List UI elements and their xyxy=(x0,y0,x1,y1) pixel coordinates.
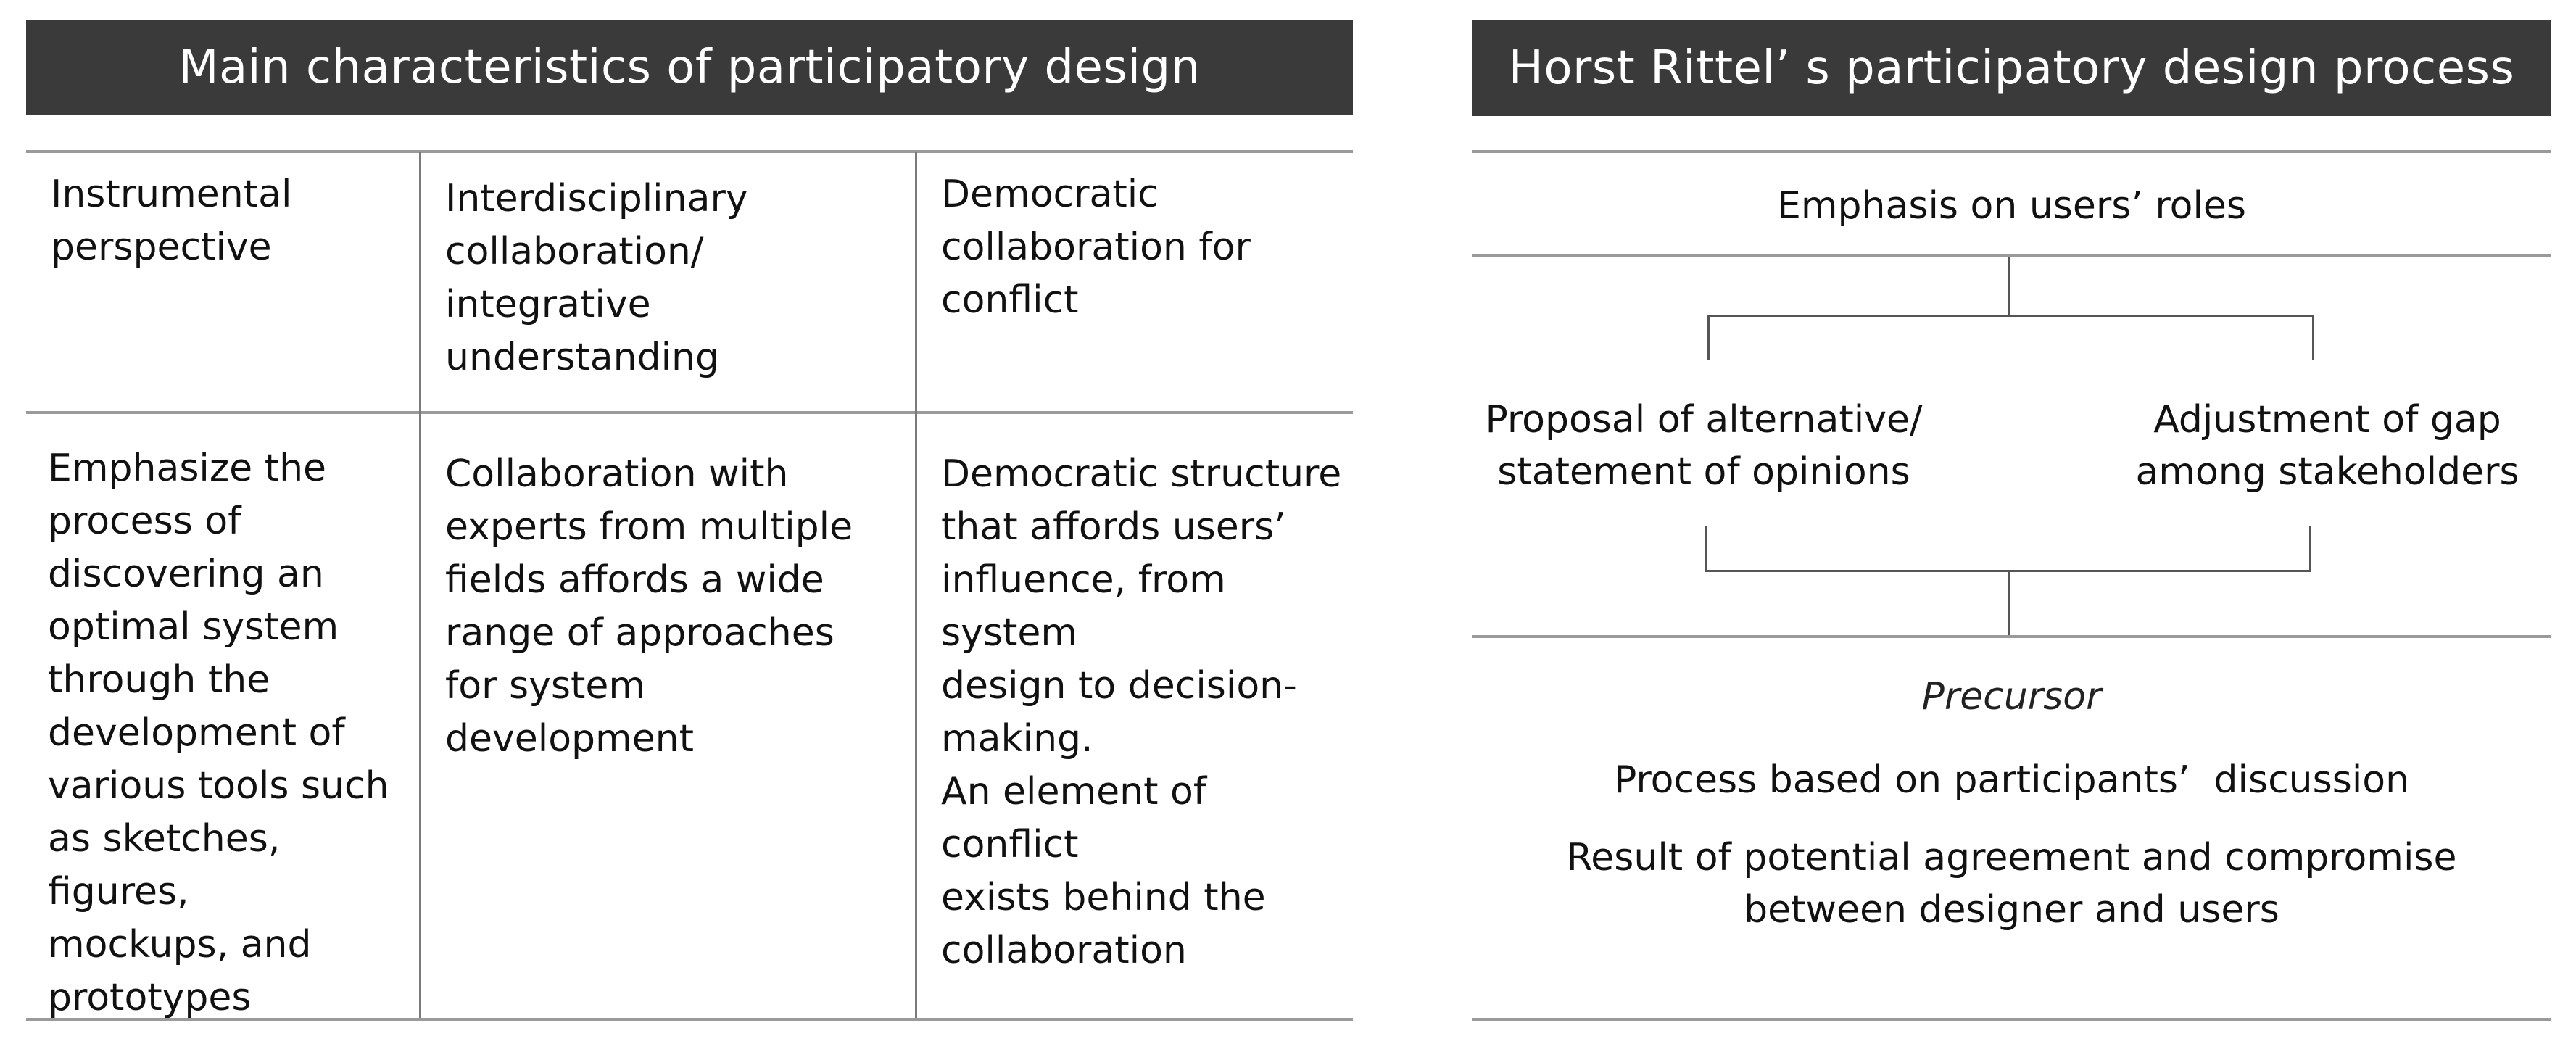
precursor-item-agreement: Result of potential agreement and compro… xyxy=(1566,836,2457,932)
bracket-bottom-stem xyxy=(2008,570,2010,637)
bracket-bottom-right-leg xyxy=(2309,526,2311,571)
right-panel-bottom-rule xyxy=(1472,1018,2551,1021)
bracket-top-right-leg xyxy=(2312,315,2314,360)
left-table-title: Main characteristics of participatory de… xyxy=(26,20,1353,115)
bracket-top-left-leg xyxy=(1707,315,1710,360)
bracket-top-bar xyxy=(1707,315,2314,317)
branch-adjustment-of-gap: Adjustment of gap among stakeholders xyxy=(2135,398,2519,494)
left-table-top-rule xyxy=(26,150,1353,153)
right-panel-precursor-rule xyxy=(1472,635,2551,638)
column-header-interdisciplinary: Interdisciplinary collaboration/ integra… xyxy=(445,177,748,379)
column-body-instrumental: Emphasize the process of discovering an … xyxy=(48,447,389,1019)
right-panel-emphasis-rule xyxy=(1472,254,2551,257)
right-panel-top-rule xyxy=(1472,150,2551,153)
column-header-democratic: Democratic collaboration for conflict xyxy=(941,173,1251,322)
emphasis-on-users-roles: Emphasis on users’ roles xyxy=(1777,184,2246,228)
precursor-item-discussion: Process based on participants’ discussio… xyxy=(1613,758,2410,802)
column-body-democratic: Democratic structure that affords users’… xyxy=(941,452,1342,972)
left-table-column-divider-2 xyxy=(915,152,917,1018)
left-table-middle-rule xyxy=(26,411,1353,414)
column-header-instrumental: Instrumental perspective xyxy=(51,173,292,269)
left-table-bottom-rule xyxy=(26,1018,1353,1021)
branch-proposal-of-alternatives: Proposal of alternative/ statement of op… xyxy=(1485,398,1923,494)
precursor-label: Precursor xyxy=(1921,675,2102,718)
left-table-column-divider-1 xyxy=(419,152,421,1018)
bracket-bottom-left-leg xyxy=(1705,526,1707,571)
column-body-interdisciplinary: Collaboration with experts from multiple… xyxy=(445,452,853,761)
bracket-top-stem xyxy=(2008,257,2010,316)
right-panel-title: Horst Rittel’ s participatory design pro… xyxy=(1472,20,2551,116)
